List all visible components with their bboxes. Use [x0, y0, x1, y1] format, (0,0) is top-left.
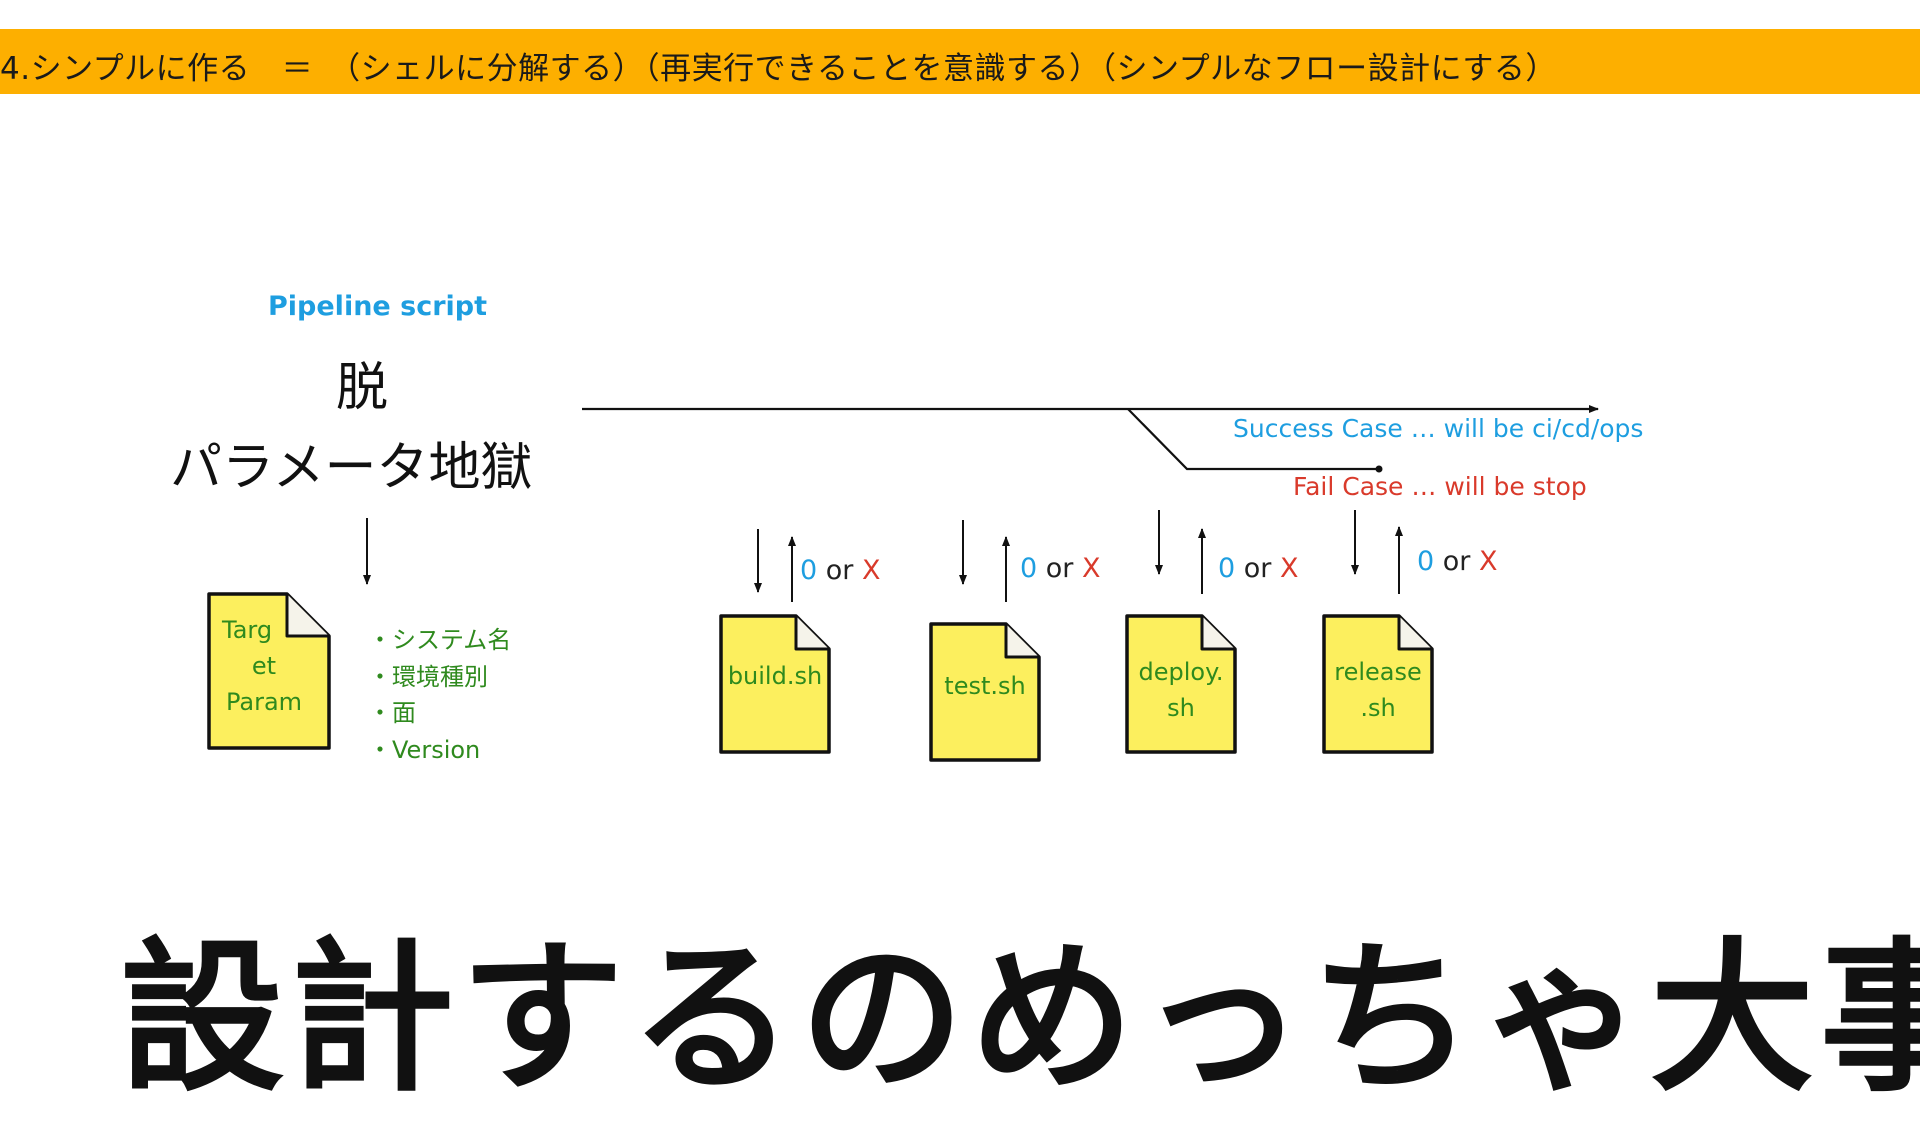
- deploy-file-icon: [1125, 614, 1237, 754]
- return-zero: 0: [800, 555, 818, 586]
- test-file-icon: [929, 622, 1041, 762]
- file-label-line2: .sh: [1360, 694, 1396, 722]
- file-label-line1: build.sh: [727, 662, 823, 690]
- release-file-label: release .sh: [1324, 654, 1432, 726]
- test-file-label: test.sh: [931, 668, 1039, 704]
- build-return-value: 0 or X: [800, 555, 880, 586]
- return-or: or: [1037, 553, 1082, 584]
- param-bullet-list: システム名 環境種別 面 Version: [368, 622, 511, 768]
- file-label-line1: test.sh: [944, 672, 1026, 700]
- return-or: or: [1434, 546, 1479, 577]
- return-x: X: [861, 555, 881, 586]
- flow-diagram: [207, 405, 1599, 762]
- param-file-icon: [207, 592, 331, 750]
- release-file-icon: [1322, 614, 1434, 754]
- bullet-item: システム名: [368, 622, 511, 659]
- fail-case-label: Fail Case … will be stop: [1293, 472, 1587, 501]
- build-file-icon: [719, 614, 831, 754]
- file-label-line1: release: [1334, 658, 1422, 686]
- return-x: X: [1081, 553, 1101, 584]
- return-zero: 0: [1020, 553, 1038, 584]
- deploy-file-label: deploy. sh: [1127, 654, 1235, 726]
- return-x: X: [1478, 546, 1498, 577]
- test-return-value: 0 or X: [1020, 553, 1100, 584]
- param-file-label: Targ et Param: [214, 612, 314, 720]
- parameter-hell-heading: パラメータ地獄: [170, 438, 533, 498]
- bullet-item: 面: [368, 695, 511, 732]
- release-return-value: 0 or X: [1417, 546, 1497, 577]
- file-label-line1: deploy.: [1138, 658, 1224, 686]
- param-file-label-line1: Targ: [222, 616, 273, 644]
- fail-branch-end-dot: [1375, 465, 1383, 473]
- param-file-label-line3: Param: [225, 688, 303, 716]
- success-case-label: Success Case … will be ci/cd/ops: [1233, 414, 1644, 443]
- return-x: X: [1279, 553, 1299, 584]
- bullet-item: 環境種別: [368, 659, 511, 696]
- return-zero: 0: [1417, 546, 1435, 577]
- banner-text: 4.シンプルに作る ＝ （シェルに分解する）（再実行できることを意識する）（シン…: [0, 51, 1557, 87]
- param-file-label-line2: et: [251, 652, 277, 680]
- deploy-return-value: 0 or X: [1218, 553, 1298, 584]
- file-label-line2: sh: [1167, 694, 1195, 722]
- return-or: or: [817, 555, 862, 586]
- header-banner: 4.シンプルに作る ＝ （シェルに分解する）（再実行できることを意識する）（シン…: [0, 29, 1920, 94]
- fail-branch-line: [1127, 408, 1378, 471]
- return-zero: 0: [1218, 553, 1236, 584]
- return-or: or: [1235, 553, 1280, 584]
- build-file-label: build.sh: [721, 658, 829, 694]
- pipeline-script-label: Pipeline script: [268, 291, 488, 322]
- bullet-item: Version: [368, 732, 511, 769]
- slide-title: 設計するのめっちゃ大事: [120, 923, 1920, 1114]
- escape-heading: 脱: [336, 358, 389, 418]
